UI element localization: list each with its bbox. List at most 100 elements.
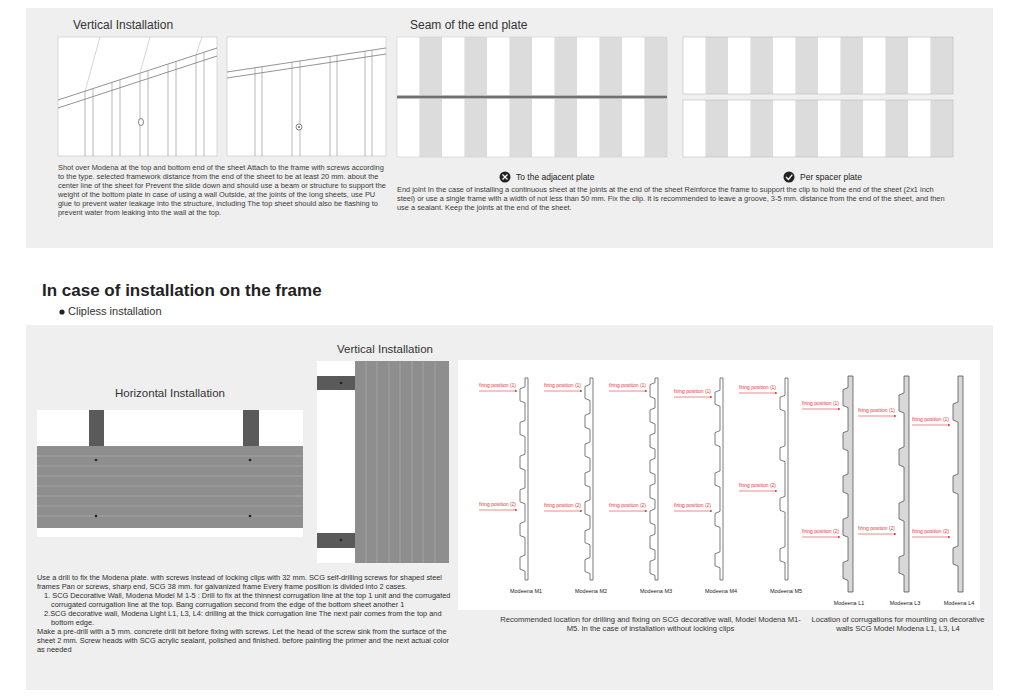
cross-icon [500,172,511,183]
vertical-installation-figure [317,376,355,390]
profile-name: Modeena L4 [929,600,989,607]
bullet-dot [59,309,64,314]
vertical-installation-figure [340,382,343,385]
profile-section [953,376,963,592]
callout-label: firing position (1) [479,383,516,389]
firing-arrow [739,491,777,492]
body-text: Use a drill to fix the Modena plate. wit… [37,573,457,591]
text-column: Use a drill to fix the Modena plate. wit… [37,573,457,654]
seam-picture [683,100,953,157]
callout-label: firing position (2) [739,483,776,489]
vertical-installation-figure [317,361,449,563]
body-text: End joint In the case of installing a co… [397,185,953,212]
firing-arrow [858,416,896,417]
firing-arrow [609,511,647,512]
profile-section [650,378,658,580]
callout-label: firing position (2) [674,503,711,509]
horizontal-installation-figure [95,459,98,462]
profile-section [780,378,788,580]
horizontal-installation-figure [243,410,259,446]
profile-name: Modeena M5 [756,588,816,595]
panel-sketch [227,37,386,156]
profile-section [585,378,593,580]
panel-sketch [85,37,202,91]
firing-arrow [858,534,896,535]
section-heading: Vertical Installation [73,18,173,32]
horizontal-installation-figure [37,410,303,537]
callout-label: firing position (1) [802,401,839,407]
firing-arrow [479,391,950,537]
instruction-panel: Use a drill to fix the Modena plate. wit… [26,325,993,690]
panel-sketch [227,37,386,156]
list-item: 1. SCG Decorative Wall, Modena Model M 1… [37,591,457,609]
profile-name: Modeena M3 [626,588,686,595]
firing-arrow [802,537,840,538]
panel-sketch [227,48,386,78]
firing-arrow [674,511,712,512]
seam-picture [397,95,667,99]
bullet-item: Clipless installation [68,305,162,318]
vertical-installation-figure [366,361,435,563]
panel-sketch [58,37,217,156]
profile-name: Modeena M1 [496,588,556,595]
callout-label: firing position (1) [912,417,949,423]
callout-label: firing position (2) [858,526,895,532]
profile-name: Modeena L3 [875,600,935,607]
callout-label: firing position (1) [544,383,581,389]
option-label: Per spacer plate [800,172,862,182]
panel-sketch [58,48,217,108]
profile-section [520,376,963,592]
callout-label: firing position (2) [912,529,949,535]
figure-caption: Recommended location for drilling and fi… [498,615,803,634]
panel-sketch [139,119,144,126]
profile-section [843,376,853,592]
check-icon [784,172,795,183]
vertical-installation-figure [317,533,355,548]
vertical-installation-figure [355,361,449,563]
body-text: Shot over Modena at the top and bottom e… [58,163,388,217]
check-icon [784,172,795,183]
seam-picture [683,37,953,157]
body-text: Make a pre-drill with a 5 mm. concrete d… [37,627,457,654]
callout-label: firing position (2) [609,503,646,509]
horizontal-installation-figure [37,410,303,537]
section-heading: In case of installation on the frame [42,281,322,301]
check-icon [786,175,792,180]
section-heading: Seam of the end plate [410,18,527,32]
cross-icon [503,175,508,180]
profile-section [520,378,528,580]
firing-arrow [674,397,712,398]
cross-icon [500,172,511,183]
vertical-installation-figure [317,361,449,563]
horizontal-installation-figure [249,515,252,518]
profile-section [715,378,723,580]
firing-arrow [912,425,950,426]
seam-picture [683,37,953,94]
panel-sketch [298,126,300,128]
callout-label: firing position (1) [739,385,776,391]
firing-arrow [544,391,582,392]
seam-picture [397,37,667,157]
callout-label: firing position (2) [544,503,581,509]
firing-arrow [479,391,517,392]
profile-section [899,376,909,592]
firing-arrow [802,409,840,410]
callout-label: firing position (2) [802,529,839,535]
vertical-installation-figure [340,539,343,542]
seam-picture [397,37,667,157]
panel-sketch [58,37,217,156]
instruction-panel: Vertical InstallationShot over Modena at… [26,8,993,248]
panel-sketch [255,50,372,156]
callout-label: firing position (2) [479,502,516,508]
profile-chart: firing position (1) firing position (1) fi… [458,360,980,610]
profile-name: Modeena M2 [561,588,621,595]
callout-label: firing position (1) [674,389,711,395]
profile-name: Modeena M4 [691,588,751,595]
horizontal-installation-figure [37,456,303,516]
firing-arrow [544,511,582,512]
option-label: To the adjacent plate [516,172,594,182]
firing-arrow [739,393,777,394]
profile-drawing [458,360,980,610]
horizontal-installation-figure [95,515,98,518]
